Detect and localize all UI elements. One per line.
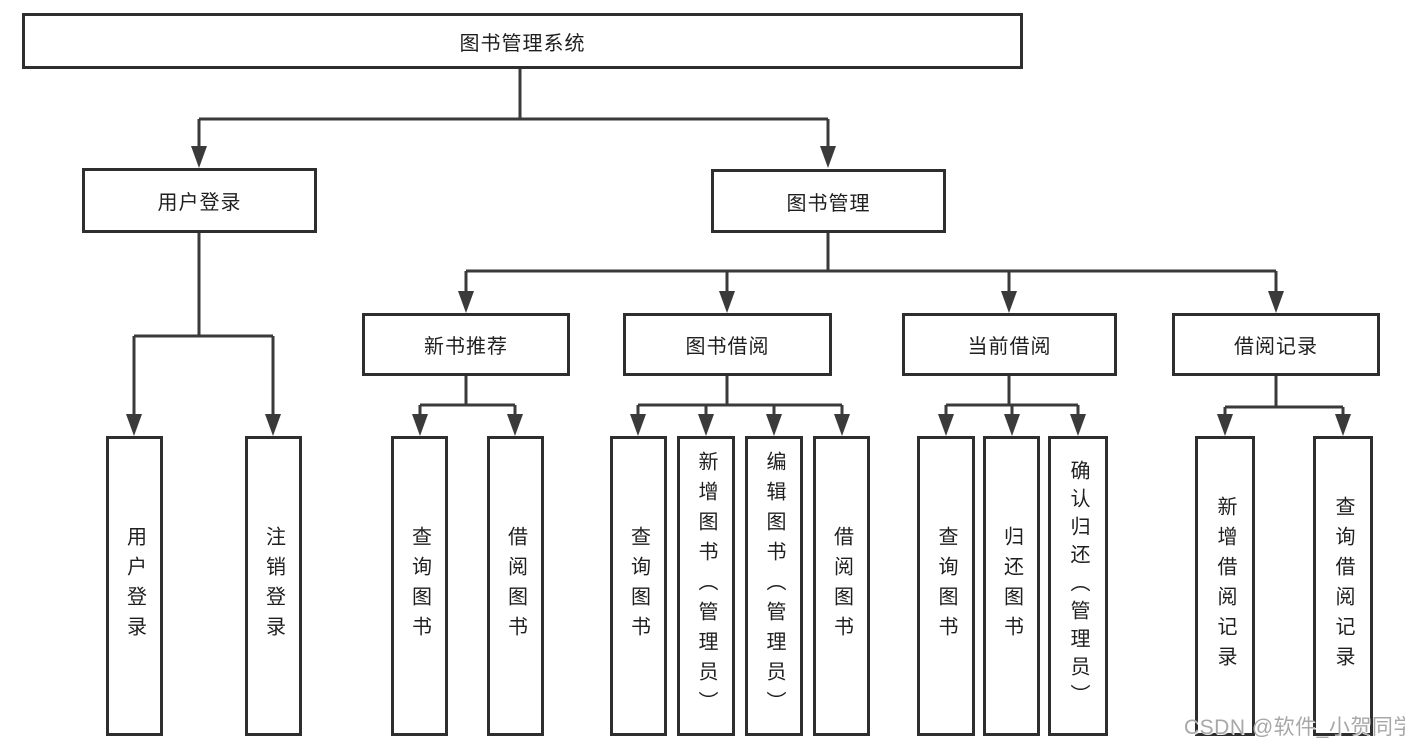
- node-new-book-recommend-label: 新书推荐: [424, 336, 508, 358]
- leaf-query-books-recommend-label: 查询图书: [408, 526, 431, 646]
- leaf-logout: 注销登录: [245, 436, 302, 736]
- leaf-query-books-current-label: 查询图书: [935, 526, 957, 646]
- leaf-edit-books-admin-label: 编辑图书（管理员）: [763, 451, 785, 721]
- leaf-confirm-return-admin: 确认归还（管理员）: [1048, 436, 1108, 736]
- leaf-borrow-books-label: 借阅图书: [830, 526, 853, 646]
- leaf-edit-books-admin: 编辑图书（管理员）: [745, 436, 803, 736]
- leaf-query-borrow-record-label: 查询借阅记录: [1332, 496, 1354, 676]
- node-borrow-records-label: 借阅记录: [1234, 336, 1318, 358]
- leaf-query-books-borrow-label: 查询图书: [627, 526, 650, 646]
- leaf-add-books-admin-label: 新增图书（管理员）: [695, 451, 717, 721]
- leaf-user-login: 用户登录: [106, 436, 163, 736]
- csdn-watermark: CSDN @软件_小贺同学: [1184, 716, 1405, 739]
- node-library-system: 图书管理系统: [22, 13, 1023, 69]
- leaf-return-books: 归还图书: [983, 436, 1040, 736]
- node-library-system-label: 图书管理系统: [459, 32, 586, 55]
- leaf-query-books-current: 查询图书: [917, 436, 975, 736]
- leaf-add-borrow-record: 新增借阅记录: [1195, 436, 1255, 736]
- leaf-borrow-books-recommend-label: 借阅图书: [504, 526, 527, 646]
- node-current-borrow: 当前借阅: [902, 313, 1117, 376]
- node-book-management-label: 图书管理: [786, 192, 871, 215]
- node-user-login-label: 用户登录: [157, 192, 242, 214]
- leaf-logout-label: 注销登录: [262, 526, 285, 646]
- node-book-borrow: 图书借阅: [623, 313, 832, 376]
- node-book-borrow-label: 图书借阅: [685, 336, 770, 358]
- leaf-confirm-return-admin-label: 确认归还（管理员）: [1067, 460, 1089, 712]
- leaf-add-books-admin: 新增图书（管理员）: [677, 436, 735, 736]
- leaf-borrow-books-recommend: 借阅图书: [487, 436, 544, 736]
- leaf-query-borrow-record: 查询借阅记录: [1313, 436, 1373, 736]
- node-borrow-records: 借阅记录: [1172, 313, 1380, 376]
- node-current-borrow-label: 当前借阅: [967, 336, 1052, 358]
- leaf-add-borrow-record-label: 新增借阅记录: [1214, 496, 1236, 676]
- leaf-query-books-borrow: 查询图书: [610, 436, 667, 736]
- leaf-borrow-books: 借阅图书: [813, 436, 870, 736]
- leaf-user-login-label: 用户登录: [123, 526, 146, 646]
- node-new-book-recommend: 新书推荐: [362, 313, 570, 376]
- node-user-login: 用户登录: [82, 168, 317, 233]
- node-book-management: 图书管理: [711, 169, 946, 233]
- leaf-return-books-label: 归还图书: [1000, 526, 1023, 646]
- leaf-query-books-recommend: 查询图书: [391, 436, 448, 736]
